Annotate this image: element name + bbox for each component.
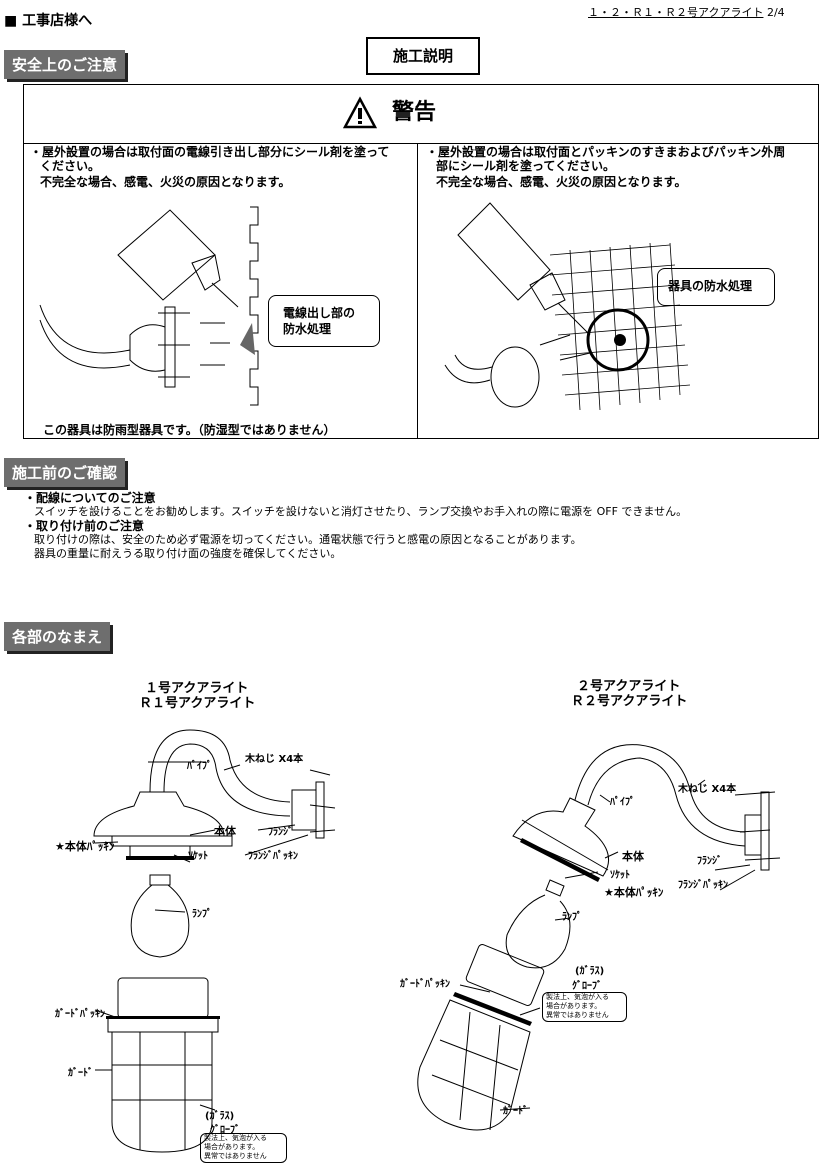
page-number: 2/4 [766,6,785,19]
right-label-screws: 木ねじ X4本 [678,784,737,795]
product-name: １・２・Ｒ１・Ｒ２号アクアライト [588,6,764,19]
right-label-glass: (ｶﾞﾗｽ) [575,966,605,977]
left-label-body-packing: ★本体ﾊﾟｯｷﾝ [55,840,115,853]
left-label-socket: ｿｹｯﾄ [188,851,208,862]
left-label-body: 本体 [214,825,236,838]
left-bubble-line1: 製法上、気泡が入る [204,1134,267,1142]
left-warning-bullet: ・屋外設置の場合は取付面の電線引き出し部分にシール剤を塗って [30,145,390,159]
right-label-guard: ｶﾞｰﾄﾞ [503,1106,528,1117]
right-callout-box [657,268,775,306]
install-caution-text: 取り付けの際は、安全のため必ず電源を切ってください。通電状態で行うと感電の原因と… [34,533,582,546]
left-label-globe: ｸﾞﾛｰﾌﾞ [210,1125,240,1136]
left-label-guard: ｶﾞｰﾄﾞ [68,1068,93,1079]
warning-header [24,85,818,144]
left-model-title-1: １号アクアライト [145,681,249,696]
right-callout-text: 器具の防水処理 [668,279,753,293]
left-label-pipe: ﾊﾟｲﾌﾟ [187,761,212,772]
section-tag-parts: 各部のなまえ [4,622,111,651]
left-callout-line1: 電線出し部の [283,306,356,320]
left-model-title-2: Ｒ１号アクアライト [139,696,256,711]
right-label-globe: ｸﾞﾛｰﾌﾞ [572,981,602,992]
left-callout-line2: 防水処理 [283,322,332,336]
left-bubble-line2: 場合があります。 [204,1143,260,1151]
left-label-flange-packing: ﾌﾗﾝｼﾞﾊﾟｯｷﾝ [248,851,298,862]
left-bubble-line3: 異常ではありません [204,1152,267,1160]
left-warning-note: 不完全な場合、感電、火災の原因となります。 [40,175,291,189]
left-label-guard-packing: ｶﾞｰﾄﾞﾊﾟｯｷﾝ [55,1009,105,1020]
right-bubble-note: 製法上、気泡が入る 場合があります。 異常ではありません [542,992,627,1022]
right-bubble-line1: 製法上、気泡が入る [546,993,609,1001]
right-label-body: 本体 [622,850,644,863]
fixture-1-exploded-diagram [93,729,336,1153]
left-callout-box [268,295,380,347]
page-reference: １・２・Ｒ１・Ｒ２号アクアライト 2/4 [588,6,785,20]
warning-icon [342,96,378,129]
sealant-wire-outlet-illustration [39,206,259,406]
right-label-flange: ﾌﾗﾝｼﾞ [697,856,722,867]
right-model-title-2: Ｒ２号アクアライト [571,694,688,709]
left-warning-bullet-cont: ください。 [40,159,101,173]
right-bubble-line3: 異常ではありません [546,1011,609,1019]
document-title: 施工説明 [366,37,480,75]
wiring-caution-text: スイッチを設けることをお勧めします。スイッチを設けないと消灯させたり、ランプ交換… [34,505,688,518]
mounting-strength-text: 器具の重量に耐えうる取り付け面の強度を確保してください。 [34,547,342,560]
right-label-pipe: ﾊﾟｲﾌﾟ [610,797,635,808]
left-bubble-note: 製法上、気泡が入る 場合があります。 異常ではありません [200,1133,287,1163]
warning-box [23,84,819,439]
right-warning-bullet-cont: 部にシール剤を塗ってください。 [436,159,616,173]
right-label-guard-packing: ｶﾞｰﾄﾞﾊﾟｯｷﾝ [400,979,450,990]
left-label-lamp: ﾗﾝﾌﾟ [192,909,212,920]
right-bubble-line2: 場合があります。 [546,1002,602,1010]
warning-title: 警告 [392,100,437,125]
install-caution-heading: ・取り付け前のご注意 [24,519,145,533]
audience-heading: ■ 工事店様へ [4,13,93,29]
right-warning-bullet: ・屋外設置の場合は取付面とパッキンのすきまおよびパッキン外周 [426,145,786,159]
left-label-screws: 木ねじ X4本 [245,754,304,765]
right-model-title-1: ２号アクアライト [577,679,681,694]
warning-divider [417,143,418,438]
right-warning-note: 不完全な場合、感電、火災の原因となります。 [436,175,687,189]
left-label-glass: (ｶﾞﾗｽ) [205,1111,235,1122]
right-label-flange-packing: ﾌﾗﾝｼﾞﾊﾟｯｷﾝ [678,880,728,891]
fixture-2-exploded-diagram [417,744,781,1131]
right-label-lamp: ﾗﾝﾌﾟ [562,912,582,923]
left-label-flange: ﾌﾗﾝｼﾞ [268,827,293,838]
right-label-body-packing: ★本体ﾊﾟｯｷﾝ [604,886,664,899]
right-label-socket: ｿｹｯﾄ [610,870,630,881]
rainproof-note: この器具は防雨型器具です。（防湿型ではありません） [43,423,336,437]
section-tag-precheck: 施工前のご確認 [4,458,126,487]
wiring-caution-heading: ・配線についてのご注意 [24,491,156,505]
sealant-packing-illustration [444,202,691,411]
section-tag-safety: 安全上のご注意 [4,50,126,79]
